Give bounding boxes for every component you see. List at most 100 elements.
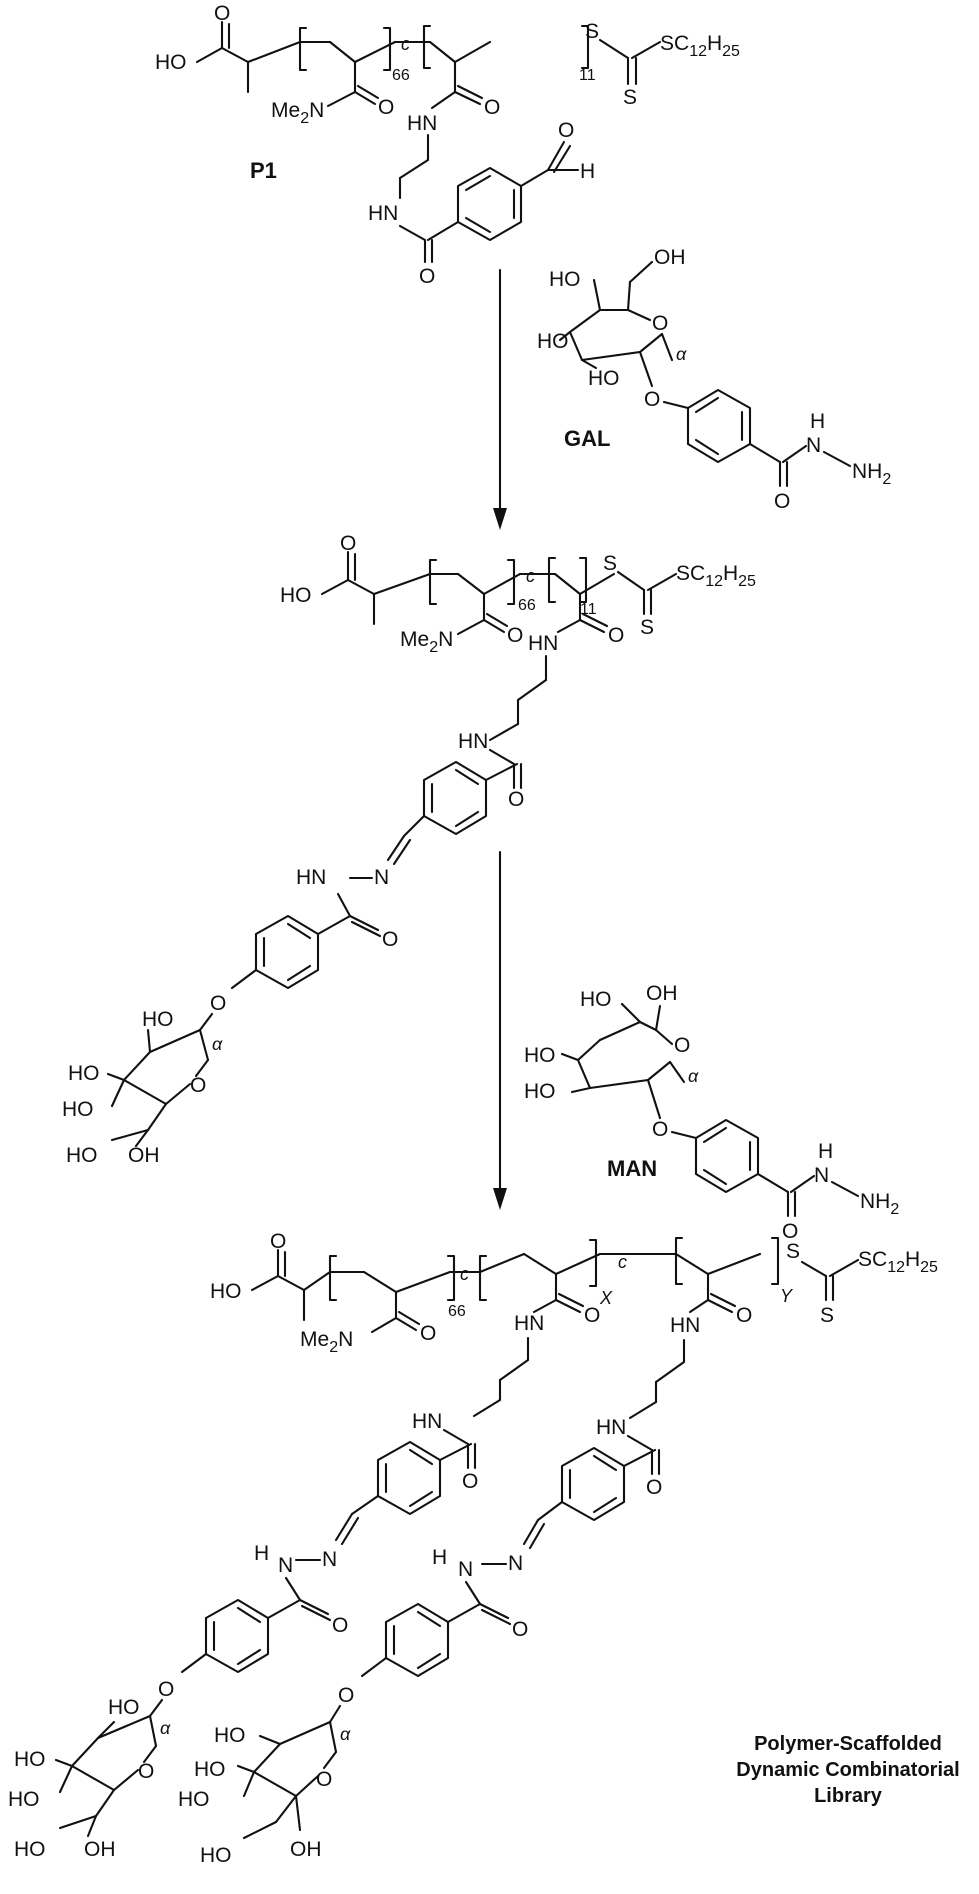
lib-y-imine-n: N xyxy=(508,1552,523,1575)
p1-amide-o: O xyxy=(484,96,500,119)
int-gal-ho-2: HO xyxy=(142,1008,174,1031)
int-repeat-11: 11 xyxy=(580,601,597,618)
lib-y-man-oh-5: OH xyxy=(290,1838,322,1861)
int-amide-hn: HN xyxy=(528,632,558,655)
lib-sc12h25: SC12H25 xyxy=(858,1248,938,1276)
int-amide-o: O xyxy=(608,624,624,647)
int-thio-s: S xyxy=(603,552,617,575)
lib-thione-s: S xyxy=(820,1304,834,1327)
int-imine-n: N xyxy=(374,866,389,889)
lib-y-hydrazone-h: H xyxy=(432,1546,447,1569)
caption-line-2: Dynamic Combinatorial xyxy=(736,1759,959,1781)
gal-alpha: α xyxy=(676,344,687,364)
int-gal-alpha: α xyxy=(212,1034,223,1054)
lib-x-hydrazone-n: N xyxy=(278,1554,293,1577)
mannose-hydrazide-man: HO OH O HO HO α O O H N NH2 MAN xyxy=(524,982,899,1243)
int-repeat-66: 66 xyxy=(518,597,536,614)
int-gal-ho-5: HO xyxy=(66,1144,98,1167)
lib-x-imine-n: N xyxy=(322,1548,337,1571)
p1-carboxyl-o: O xyxy=(214,2,230,25)
reaction-arrow-2 xyxy=(493,850,507,1210)
man-alpha: α xyxy=(688,1066,699,1086)
lib-x-benzamide-hn: HN xyxy=(412,1410,442,1433)
man-ring-o: O xyxy=(674,1034,690,1057)
man-ho-3: HO xyxy=(524,1080,556,1103)
int-hydrazone-o: O xyxy=(382,928,398,951)
lib-x-amide-hn: HN xyxy=(514,1312,544,1335)
lib-carboxyl-o: O xyxy=(270,1230,286,1253)
gal-label: GAL xyxy=(564,426,610,451)
gal-nh2: NH2 xyxy=(852,460,891,488)
lib-y-hydrazone-n: N xyxy=(458,1558,473,1581)
p1-aldehyde-h: H xyxy=(580,160,595,183)
lib-y-man-ho-4: HO xyxy=(178,1788,210,1811)
lib-dma-nme2: Me2N xyxy=(300,1328,353,1356)
lib-x-gal-alpha: α xyxy=(160,1718,171,1738)
gal-ho-4: HO xyxy=(549,268,581,291)
polymer-p1: HO O 66 c 11 S S SC12H25 O Me2N xyxy=(155,2,740,288)
library-caption: Polymer-Scaffolded Dynamic Combinatorial… xyxy=(736,1733,959,1807)
int-gal-oh-6: OH xyxy=(128,1144,160,1167)
polymer-dynamic-library: HO O 66 c X c Y S S SC12H25 xyxy=(8,1230,938,1867)
int-copolymer-c: c xyxy=(526,566,535,586)
lib-y-glycosidic-o: O xyxy=(338,1684,354,1707)
lib-x-gal-ho-5: HO xyxy=(14,1838,46,1861)
p1-aldehyde-o: O xyxy=(558,119,574,142)
man-hydrazide-n: N xyxy=(814,1164,829,1187)
gal-hydrazide-h: H xyxy=(810,410,825,433)
p1-thio-s: S xyxy=(585,20,599,43)
lib-y-man-ring-o: O xyxy=(316,1768,332,1791)
lib-y-hydrazone-o: O xyxy=(512,1618,528,1641)
caption-line-3: Library xyxy=(814,1785,883,1807)
lib-x-gal-ring-o: O xyxy=(138,1760,154,1783)
int-hydrazone-hn: HN xyxy=(296,866,326,889)
lib-x-glycosidic-o: O xyxy=(158,1678,174,1701)
gal-ho-3: HO xyxy=(537,330,569,353)
galactose-hydrazide-gal: HO OH O HO HO α O O H N NH2 GAL xyxy=(537,246,891,513)
man-hydrazide-h: H xyxy=(818,1140,833,1163)
p1-amide-hn: HN xyxy=(407,112,437,135)
lib-dma-o: O xyxy=(420,1322,436,1345)
lib-y-man-ho-3: HO xyxy=(194,1758,226,1781)
man-ho-6: HO xyxy=(580,988,612,1011)
gal-oh-6: OH xyxy=(654,246,686,269)
lib-thio-s: S xyxy=(786,1240,800,1263)
man-oh-2: OH xyxy=(646,982,678,1005)
p1-label: P1 xyxy=(250,158,277,183)
gal-ho-2: HO xyxy=(588,367,620,390)
lib-x-benzamide-o: O xyxy=(462,1470,478,1493)
lib-y-amide-hn: HN xyxy=(670,1314,700,1337)
lib-y-amide-o: O xyxy=(736,1304,752,1327)
lib-y-benzamide-o: O xyxy=(646,1476,662,1499)
p1-sc12h25: SC12H25 xyxy=(660,32,740,60)
man-carbonyl-o: O xyxy=(782,1220,798,1243)
p1-repeat-11: 11 xyxy=(579,67,596,84)
lib-x-hydrazone-hn: H xyxy=(254,1542,269,1565)
int-carboxyl-ho: HO xyxy=(280,584,312,607)
man-ho-4: HO xyxy=(524,1044,556,1067)
caption-line-1: Polymer-Scaffolded xyxy=(754,1733,942,1755)
lib-x-gal-ho-2: HO xyxy=(108,1696,140,1719)
p1-benzamide-hn: HN xyxy=(368,202,398,225)
lib-copolymer-c-2: c xyxy=(618,1252,627,1272)
int-benzamide-o: O xyxy=(508,788,524,811)
int-dma-o: O xyxy=(507,624,523,647)
p1-copolymer-c: c xyxy=(401,34,410,54)
int-thione-s: S xyxy=(640,616,654,639)
lib-x-gal-oh-6: OH xyxy=(84,1838,116,1861)
int-sc12h25: SC12H25 xyxy=(676,562,756,590)
lib-repeat-y: Y xyxy=(780,1286,794,1306)
gal-hydrazide-n: N xyxy=(806,434,821,457)
lib-carboxyl-ho: HO xyxy=(210,1280,242,1303)
lib-y-man-alpha: α xyxy=(340,1724,351,1744)
lib-y-man-ho-2: HO xyxy=(214,1724,246,1747)
man-label: MAN xyxy=(607,1156,657,1181)
lib-y-benzamide-hn: HN xyxy=(596,1416,626,1439)
int-gal-ho-3: HO xyxy=(68,1062,100,1085)
gal-carbonyl-o: O xyxy=(774,490,790,513)
int-glycosidic-o: O xyxy=(210,992,226,1015)
int-benzamide-hn: HN xyxy=(458,730,488,753)
int-carboxyl-o: O xyxy=(340,532,356,555)
p1-thione-s: S xyxy=(623,86,637,109)
